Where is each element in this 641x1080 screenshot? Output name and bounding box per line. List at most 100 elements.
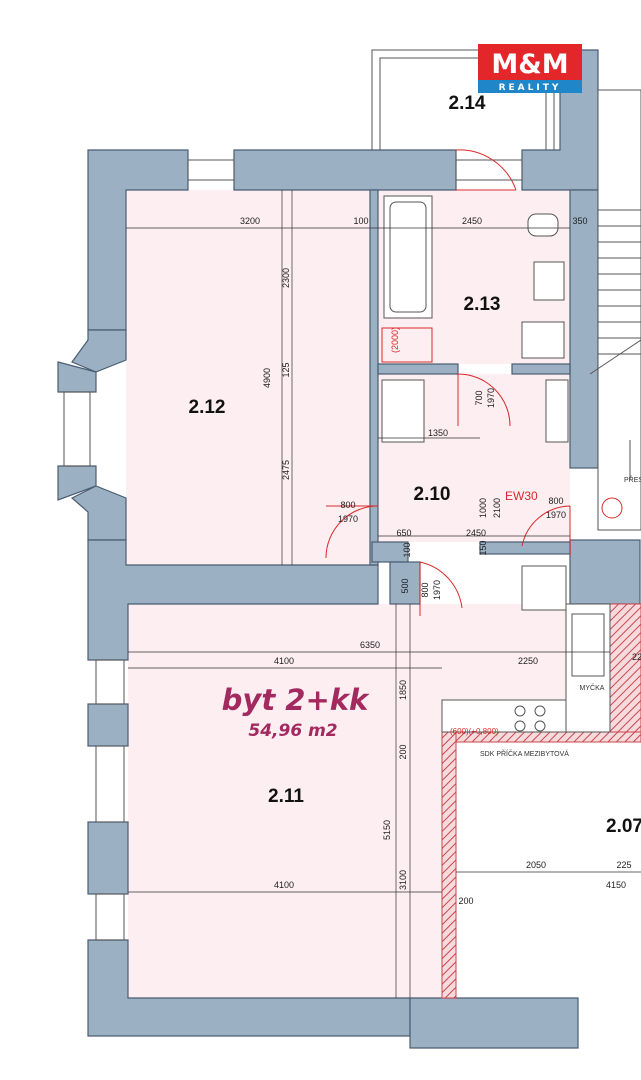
party-wall — [441, 603, 641, 999]
room-label-2-10: 2.10 — [414, 484, 451, 505]
wall-top-middle — [233, 149, 457, 191]
bathroom-fixtures — [381, 195, 569, 443]
room-label-2-13: 2.13 — [464, 294, 501, 315]
dim-2450-b: 2450 — [466, 528, 486, 538]
dim-1970-a: 1970 — [486, 388, 496, 408]
plan-notes: MYČKA SDK PŘÍČKA MEZIBYTOVÁ PŘES — [480, 475, 641, 758]
dim-22: 22 — [632, 652, 641, 662]
dim-650: 650 — [396, 528, 411, 538]
room-2-12-fill — [126, 190, 378, 565]
dim-800-c: 800 — [420, 582, 430, 597]
doors — [325, 149, 623, 616]
dim-3200: 3200 — [240, 216, 260, 226]
dim-4150: 4150 — [606, 880, 626, 890]
dim-2300: 2300 — [281, 268, 291, 288]
dim-200-a: 200 — [398, 744, 408, 759]
hob-ring-4 — [534, 720, 546, 732]
dim-200-b: 200 — [458, 896, 473, 906]
dim-800-b: 800 — [548, 496, 563, 506]
room-label-2-07: 2.07 — [606, 816, 641, 837]
dim-800-a: 800 — [340, 500, 355, 510]
window-bay — [63, 391, 91, 467]
wall-bay-upper — [71, 329, 127, 373]
door-2-13 — [457, 373, 511, 427]
wall-bay-upper-2 — [57, 361, 97, 393]
dim-2100: 2100 — [492, 498, 502, 518]
window-top-1 — [187, 159, 235, 181]
entrance-marker — [601, 497, 623, 519]
dim-1850: 1850 — [398, 680, 408, 700]
dimension-labels: 3200 100 2450 350 2300 4900 125 2475 (20… — [240, 216, 641, 906]
logo-subtext: REALITY — [499, 83, 562, 93]
party-wall-left — [441, 731, 457, 999]
dim-150: 150 — [478, 540, 488, 555]
dim-4100-b: 4100 — [274, 880, 294, 890]
staircase — [589, 89, 641, 531]
window-left-1 — [95, 659, 125, 705]
dim-1970-d: 1970 — [432, 580, 442, 600]
door-2-14 — [455, 149, 517, 191]
dim-100: 100 — [353, 216, 368, 226]
kitchen-shaft — [521, 565, 567, 611]
room-label-2-14: 2.14 — [449, 93, 486, 114]
dim-1970-c: 1970 — [546, 510, 566, 520]
dim-1350: 1350 — [428, 428, 448, 438]
dim-500: 500 — [400, 578, 410, 593]
windows — [63, 159, 523, 941]
bath-cabinet — [381, 327, 433, 363]
door-entrance — [521, 505, 571, 556]
dimension-lines — [126, 190, 641, 998]
sink — [533, 261, 565, 301]
dim-350: 350 — [572, 216, 587, 226]
wall-left-window-2 — [87, 821, 129, 895]
window-left-3 — [95, 893, 125, 941]
dim-225: 225 — [616, 860, 631, 870]
dim-2475: 2475 — [281, 460, 291, 480]
balcony-outline — [371, 49, 555, 150]
dim-1000: 1000 — [478, 498, 488, 518]
hall-wardrobe-right — [545, 379, 569, 443]
dim-700: 700 — [474, 390, 484, 405]
dim-2250: 2250 — [518, 656, 538, 666]
room-labels: 2.14 2.13 2.12 2.10 2.11 2.07 — [189, 93, 641, 837]
dim-2000: (2000) — [390, 327, 400, 353]
dim-6350: 6350 — [360, 640, 380, 650]
wall-bottom-right — [409, 997, 579, 1049]
dim-125: 125 — [281, 362, 291, 377]
dim-4900: 4900 — [262, 368, 272, 388]
apartment-title: byt 2+kk — [222, 683, 370, 717]
wall-right-top — [569, 189, 599, 469]
dishwasher-label: MYČKA — [580, 683, 605, 692]
dim-100-b: 100 — [402, 542, 412, 557]
wall-hall-bottom-2 — [479, 541, 571, 555]
apartment-info: byt 2+kk 54,96 m2 — [222, 683, 370, 741]
door-2-12 — [325, 505, 379, 559]
dim-5150: 5150 — [382, 820, 392, 840]
dim-1970-b: 1970 — [338, 514, 358, 524]
dim-600-note: (600)(+0,800) — [450, 727, 499, 736]
window-left-2 — [95, 745, 125, 823]
kitchen-counter — [441, 565, 611, 733]
hob-ring-2 — [534, 705, 546, 717]
wall-left-window-1 — [87, 703, 129, 747]
dim-4100-a: 4100 — [274, 656, 294, 666]
door-2-11 — [419, 561, 463, 616]
wall-partition-bath-2 — [511, 363, 571, 375]
logo-text: M&M — [491, 49, 568, 80]
dim-2450: 2450 — [462, 216, 482, 226]
stairs-label: PŘES — [624, 475, 641, 484]
ew30-label: EW30 — [505, 489, 538, 503]
dim-3100: 3100 — [398, 870, 408, 890]
brand-logo: M&M REALITY — [478, 44, 582, 93]
wall-bay-lower — [70, 485, 127, 541]
wall-right-mid — [569, 539, 641, 605]
kitchen-sink — [571, 613, 605, 677]
dim-2050: 2050 — [526, 860, 546, 870]
window-top-2 — [455, 159, 523, 181]
toilet — [527, 213, 559, 237]
room-label-2-11: 2.11 — [268, 786, 304, 807]
room-2-11-fill — [128, 604, 442, 998]
wall-partition-bath-1 — [377, 363, 459, 375]
party-wall-right — [609, 603, 641, 733]
